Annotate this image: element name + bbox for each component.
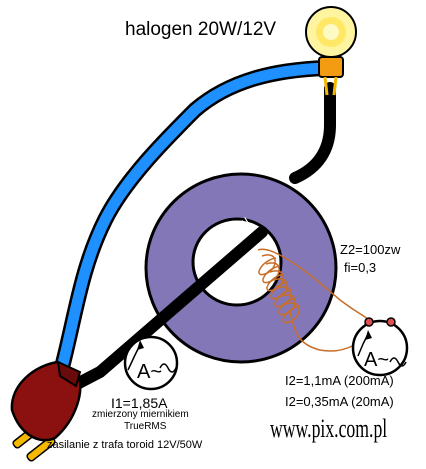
secondary-current-label-2: I2=0,35mA (20mA) (285, 394, 394, 409)
secondary-current-label-1: I2=1,1mA (200mA) (285, 373, 394, 388)
meter-symbol: A~ (137, 361, 162, 383)
meter-symbol-secondary: A~ (364, 349, 389, 371)
primary-current-label: I1=1,85A (111, 395, 168, 411)
meter-note-line-1: zmierzony miernikiem (92, 409, 189, 420)
ammeter-ac-icon-secondary: A~ (351, 317, 409, 377)
plug-icon (10, 360, 82, 462)
website-link[interactable]: www.pix.com.pl (270, 414, 388, 443)
supply-label: zasilanie z trafa toroid 12V/50W (47, 439, 203, 451)
secondary-winding-label: Z2=100zw (340, 242, 401, 257)
secondary-winding (257, 248, 376, 352)
toroid-core (144, 172, 338, 364)
ammeter-ac-icon-primary: A~ (123, 335, 179, 391)
black-wire-upper (289, 82, 336, 184)
meter-note-line-2: TrueRMS (124, 421, 167, 432)
black-wire-through-core (69, 226, 268, 391)
lightbulb-icon (305, 6, 357, 96)
secondary-wire-label: fi=0,3 (344, 260, 377, 275)
blue-wire-core (54, 62, 331, 381)
lamp-label: halogen 20W/12V (125, 19, 277, 40)
